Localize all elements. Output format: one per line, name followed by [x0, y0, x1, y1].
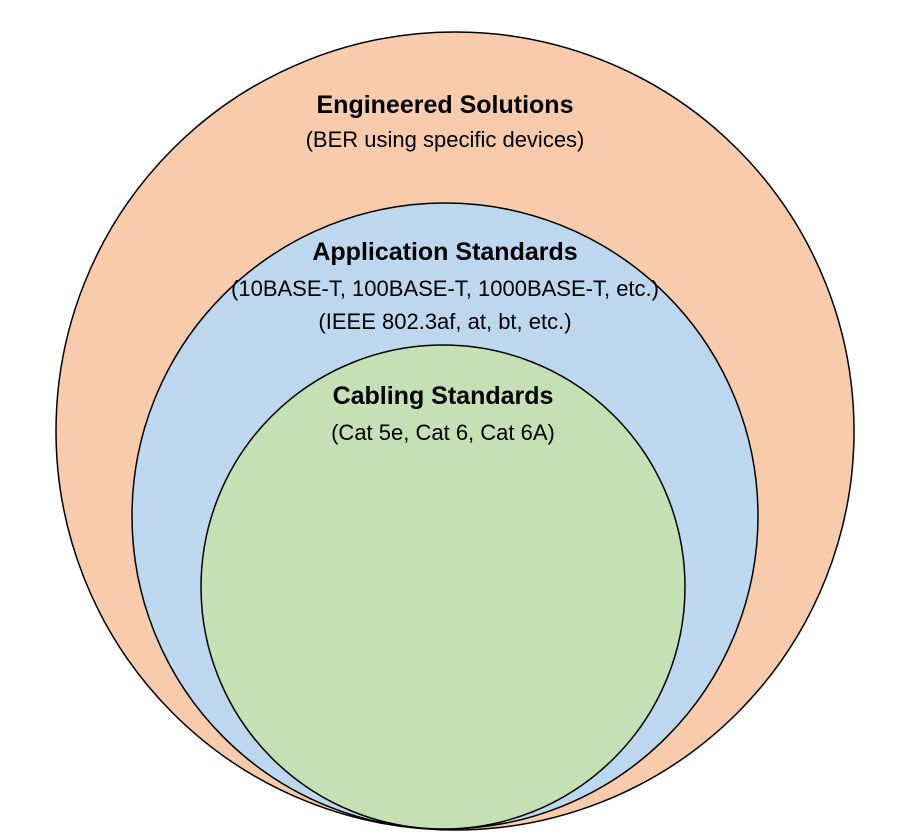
engineered-solutions-subtitle: (BER using specific devices) [306, 127, 585, 152]
application-standards-subtitle-2: (IEEE 802.3af, at, bt, etc.) [318, 309, 571, 334]
application-standards-title: Application Standards [312, 238, 577, 266]
cabling-standards-circle [200, 344, 686, 830]
cabling-standards-subtitle: (Cat 5e, Cat 6, Cat 6A) [331, 420, 555, 445]
application-standards-subtitle-1: (10BASE-T, 100BASE-T, 1000BASE-T, etc.) [231, 276, 659, 301]
cabling-standards-title: Cabling Standards [333, 382, 554, 410]
engineered-solutions-title: Engineered Solutions [317, 91, 574, 119]
